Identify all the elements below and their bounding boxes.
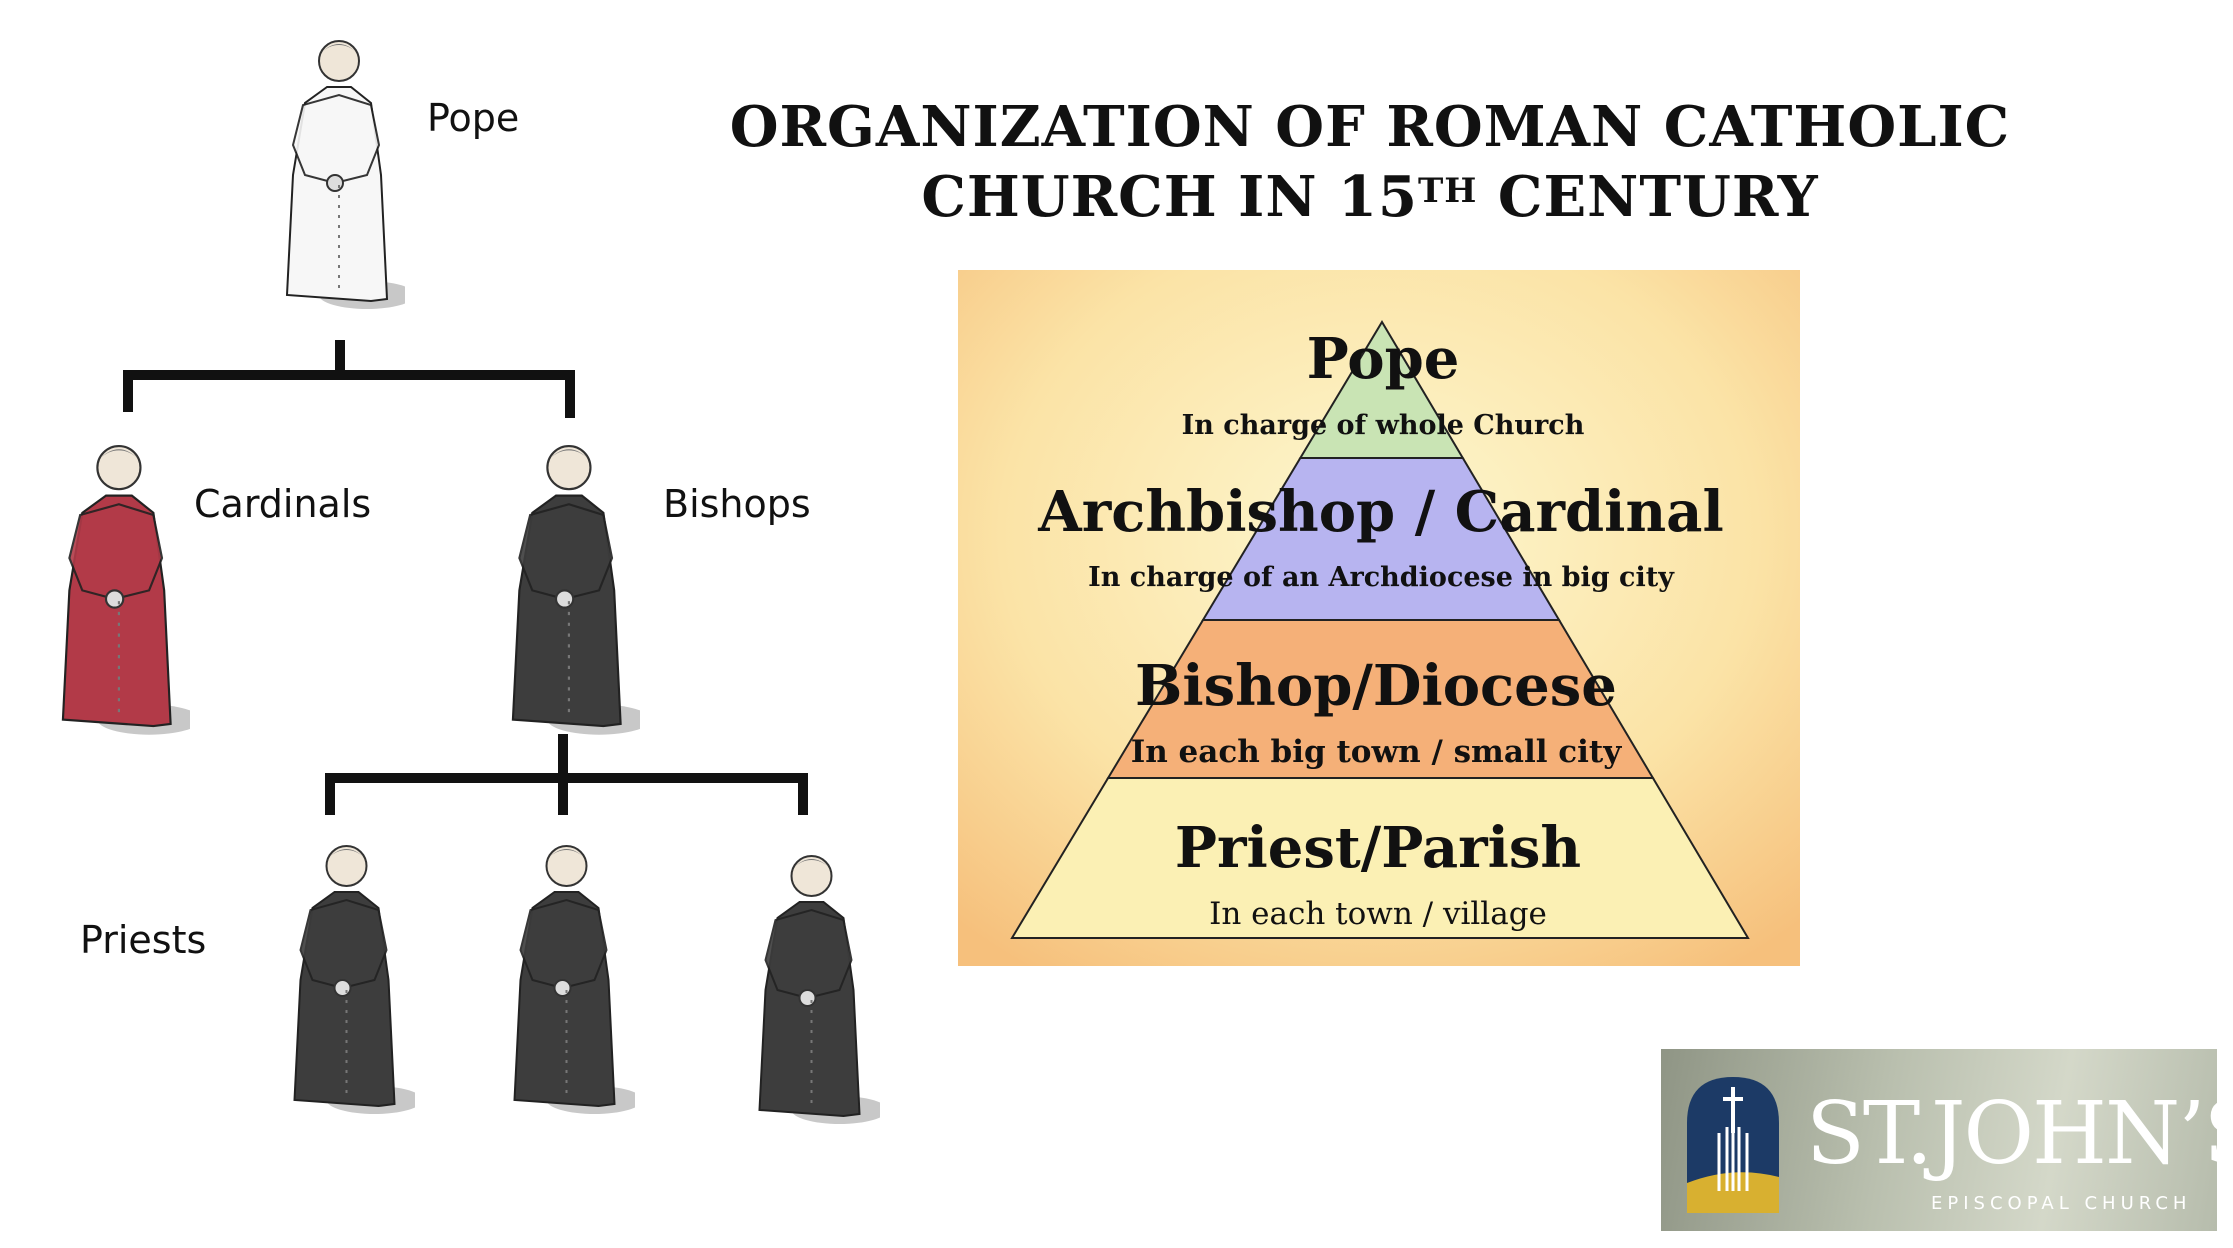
pyramid-diagram: Pope In charge of whole Church Archbisho… (958, 270, 1800, 966)
pyramid-level-title: Archbishop / Cardinal (1037, 479, 1723, 545)
church-window-icon (1687, 1077, 1779, 1213)
priest-figure (293, 844, 415, 1116)
bishops-label: Bishops (663, 482, 811, 526)
title-superscript: TH (1417, 171, 1478, 211)
pyramid-level-subtitle: In charge of whole Church (1182, 410, 1585, 441)
connector-line (123, 370, 575, 418)
logo-subtitle: EPISCOPAL CHURCH (1931, 1193, 2192, 1214)
title-line-2-prefix: CHURCH IN 15 (921, 164, 1418, 230)
pyramid-level-title: Pope (1307, 326, 1460, 392)
pyramid-level-title: Bishop/Diocese (1135, 653, 1617, 719)
pyramid-level-subtitle: In each big town / small city (1131, 734, 1623, 770)
pope-label: Pope (427, 96, 520, 140)
priests-label: Priests (80, 918, 207, 962)
pyramid-level-4 (1010, 777, 1750, 939)
logo-name: ST.JOHN’S (1806, 1084, 2233, 1184)
bishop-figure (511, 444, 640, 736)
page-title: ORGANIZATION OF ROMAN CATHOLIC CHURCH IN… (700, 92, 2040, 232)
pyramid-level-title: Priest/Parish (1175, 815, 1581, 881)
hierarchy-tree (61, 39, 880, 1126)
priest-figure (758, 854, 880, 1126)
pyramid-level-subtitle: In each town / village (1209, 896, 1547, 932)
pope-figure (285, 39, 405, 311)
cardinal-figure (61, 444, 190, 736)
title-line-2-suffix: CENTURY (1477, 164, 1819, 230)
title-line-1: ORGANIZATION OF ROMAN CATHOLIC (729, 94, 2011, 160)
title-line-2: CHURCH IN 15TH CENTURY (700, 162, 2040, 232)
church-logo: ST.JOHN’S EPISCOPAL CHURCH (1661, 1049, 2233, 1231)
pyramid-level-subtitle: In charge of an Archdiocese in big city (1088, 562, 1675, 593)
priest-figure (513, 844, 635, 1116)
cardinals-label: Cardinals (194, 482, 372, 526)
